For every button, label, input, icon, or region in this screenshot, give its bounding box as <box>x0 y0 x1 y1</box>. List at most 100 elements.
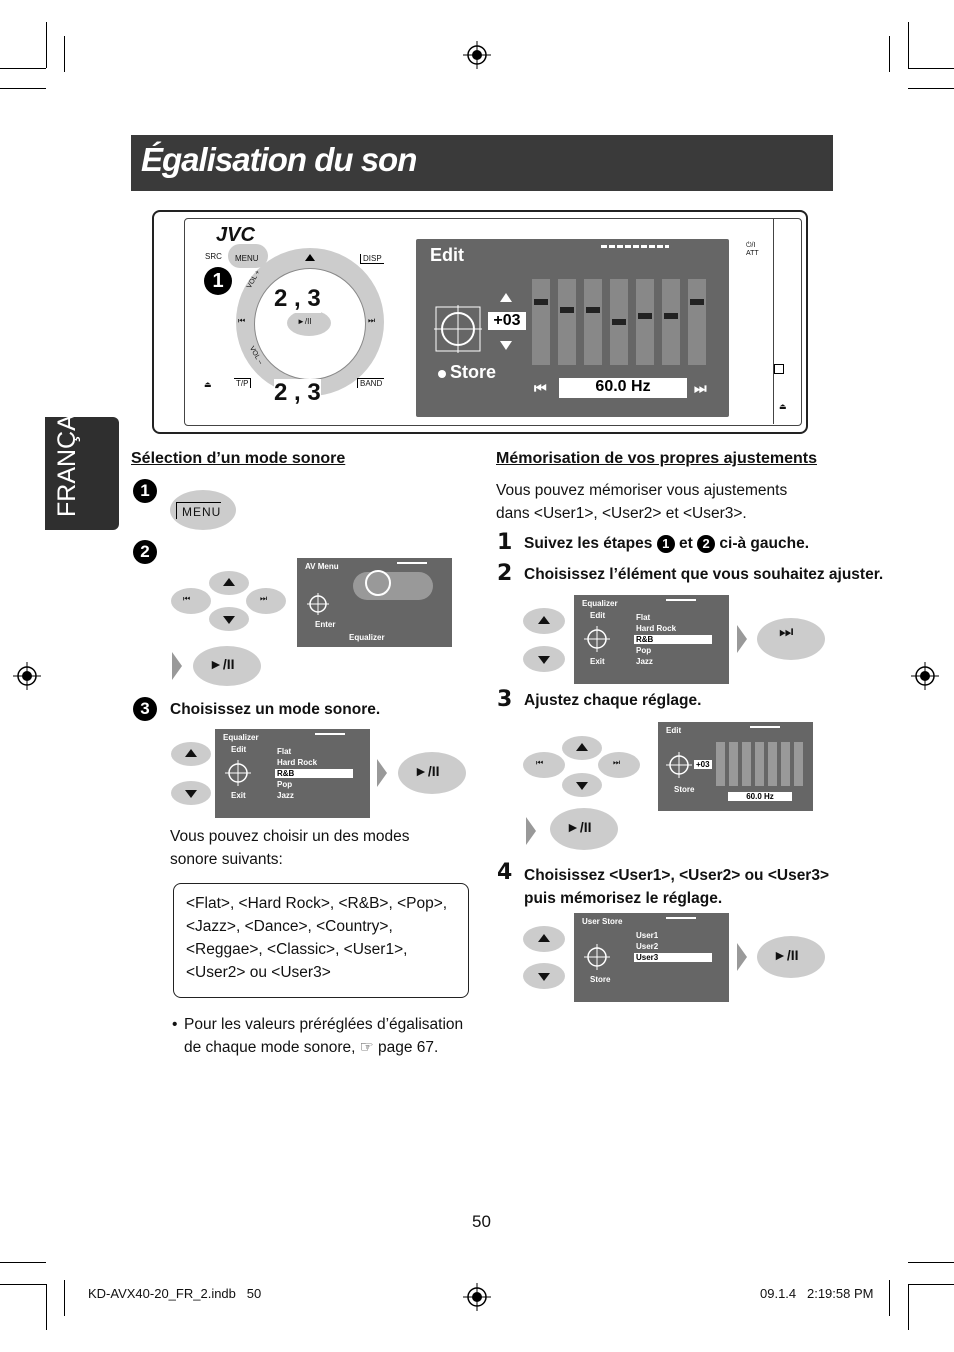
flow-arrow-5 <box>737 943 747 971</box>
menu-button[interactable] <box>228 244 268 268</box>
left-heading: Sélection d’un mode sonore <box>131 450 346 467</box>
modes-list: <Flat>, <Hard Rock>, <R&B>, <Pop>, <Jazz… <box>186 895 448 981</box>
right-step1-b: ci-à gauche. <box>719 535 810 552</box>
eq-screen-edit: Edit <box>231 745 247 754</box>
band-button[interactable]: BAND <box>357 378 385 388</box>
up-button-3[interactable] <box>523 608 565 634</box>
wheel-play-pause: ►/II <box>297 317 312 326</box>
eq-item-flat: Flat <box>277 747 292 756</box>
right-step1-et: et <box>679 535 693 552</box>
callout-1: 1 <box>204 267 232 295</box>
left-step2-number: 2 <box>133 540 157 564</box>
av-menu-equalizer: Equalizer <box>349 633 385 642</box>
edit-screen-title: Edit <box>666 726 682 735</box>
left-step3-text: Choisissez un mode sonore. <box>170 701 381 718</box>
device-screen-freq: 60.0 Hz <box>559 378 687 398</box>
up-button[interactable] <box>209 571 249 595</box>
next-button-large[interactable]: ⏭ <box>757 618 825 660</box>
device-screen-store: Store <box>450 362 497 382</box>
knob-icon-small <box>307 593 329 615</box>
bullet-dot: • <box>172 1016 178 1033</box>
disp-button[interactable]: DISP <box>360 254 384 264</box>
eq2-item-jazz: Jazz <box>636 657 653 666</box>
down-button-3[interactable] <box>523 646 565 672</box>
right-step2-text: Choisissez l’élément que vous souhaitez … <box>524 566 884 583</box>
play-pause-label-2: ►/II <box>414 763 440 779</box>
flow-arrow-3 <box>737 625 747 653</box>
down-button-4[interactable] <box>562 773 602 797</box>
prev-icon: ⏮ <box>238 316 246 325</box>
flow-arrow-2 <box>377 759 387 787</box>
user-store-title: User Store <box>582 917 623 926</box>
right-step1-a: Suivez les étapes <box>524 535 653 552</box>
src-label: SRC <box>205 252 222 261</box>
left-step3-number: 3 <box>133 697 157 721</box>
play-pause-label: ►/II <box>209 656 235 672</box>
eject-right-icon: ⏏ <box>779 402 787 411</box>
eq-bars <box>532 279 710 365</box>
prev-button[interactable]: ⏮ <box>171 588 211 614</box>
up-button-4[interactable] <box>562 736 602 760</box>
next-key-icon: ⏭ <box>260 594 268 603</box>
modes-intro: Vous pouvez choisir un des modes sonore … <box>170 828 410 868</box>
next-key-icon-2: ⏭ <box>613 758 621 767</box>
play-pause-button-4[interactable]: ►/II <box>757 936 825 978</box>
left-step1-number: 1 <box>133 479 157 503</box>
user-item-2: User2 <box>636 942 659 951</box>
language-tab: FRANÇAIS <box>45 391 119 530</box>
edit-screen: Edit +03 Store 60.0 Hz <box>658 722 813 811</box>
language-tab-label: FRANÇAIS <box>53 390 81 517</box>
right-step4-text: Choisissez <User1>, <User2> ou <User3> p… <box>524 867 830 907</box>
prev-button-2[interactable]: ⏮ <box>523 752 565 778</box>
edit-eq-bars <box>716 742 804 786</box>
knob-icon-eq <box>225 760 251 786</box>
knob-icon-user <box>584 944 610 970</box>
down-button[interactable] <box>209 607 249 631</box>
prev-key-icon: ⏮ <box>183 594 191 603</box>
down-button-5[interactable] <box>523 963 565 989</box>
registration-mark-top <box>463 41 491 69</box>
next-large-icon: ⏭ <box>779 624 794 641</box>
next-icon: ⏭ <box>368 316 376 325</box>
play-pause-button[interactable]: ►/II <box>193 646 261 686</box>
right-step3-number: 3 <box>497 687 513 712</box>
eq2-item-flat: Flat <box>636 613 651 622</box>
registration-mark-bottom <box>463 1283 491 1311</box>
right-step1-number: 1 <box>497 530 513 555</box>
eq2-edit: Edit <box>590 611 606 620</box>
eq2-item-pop: Pop <box>636 646 652 655</box>
play-pause-button-2[interactable]: ►/II <box>398 752 466 794</box>
knob-icon-eq2 <box>584 626 610 652</box>
device-screen: Edit +03 Store ⏮ 60.0 Hz <box>416 239 729 417</box>
right-intro: Vous pouvez mémoriser vous ajustements d… <box>496 482 788 522</box>
user-store-store: Store <box>590 975 611 984</box>
device-illustration: JVC SRC MENU ►/II ⏮ ⏭ VOL + VOL – DISP T… <box>152 210 808 434</box>
prev-band-icon: ⏮ <box>534 380 547 396</box>
next-button-2[interactable]: ⏭ <box>598 752 640 778</box>
right-step1-text: Suivez les étapes 1 et 2 ci-à gauche. <box>524 535 809 553</box>
up-button-5[interactable] <box>523 926 565 952</box>
play-pause-label-4: ►/II <box>773 947 799 963</box>
eq-item-jazz: Jazz <box>277 791 294 800</box>
up-button-2[interactable] <box>171 742 211 766</box>
callout-23-bottom: 2 , 3 <box>274 379 321 407</box>
eq2-item-hardrock: Hard Rock <box>636 624 677 633</box>
av-menu-title: AV Menu <box>305 562 339 571</box>
play-pause-button-3[interactable]: ►/II <box>550 808 618 850</box>
down-button-2[interactable] <box>171 781 211 805</box>
menu-label: MENU <box>235 254 259 263</box>
device-screen-title: Edit <box>430 245 464 265</box>
tp-button[interactable]: T/P <box>234 378 252 388</box>
right-step4-number: 4 <box>497 860 513 885</box>
eq-screen-title: Equalizer <box>223 733 259 742</box>
modes-box: <Flat>, <Hard Rock>, <R&B>, <Pop>, <Jazz… <box>173 883 469 998</box>
device-screen-value: +03 <box>488 312 526 330</box>
equalizer-screen: Equalizer Edit Exit Flat Hard Rock R&B P… <box>215 729 370 818</box>
next-button[interactable]: ⏭ <box>246 588 286 614</box>
eject-icon[interactable]: ⏏ <box>204 380 212 389</box>
menu-key-label: MENU <box>176 502 222 519</box>
right-step1-ref2: 2 <box>697 535 716 553</box>
flow-arrow-4 <box>526 817 536 845</box>
right-step1-ref1: 1 <box>656 535 675 553</box>
